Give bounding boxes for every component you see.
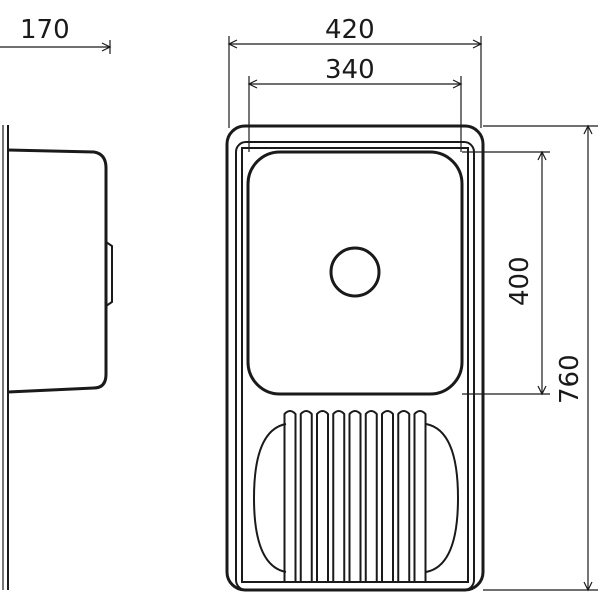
drainboard-right-curve: [425, 423, 460, 573]
drainboard-groove: [332, 410, 346, 582]
side-view: 170: [0, 15, 113, 590]
sink-inner-rim: [235, 141, 475, 591]
drainboard-left-curve: [252, 423, 287, 573]
dimension-depth: 170: [0, 15, 112, 54]
drain-hole: [329, 246, 381, 298]
dimension-bowl-width-label: 340: [325, 55, 375, 85]
drainboard: [252, 410, 460, 582]
sink-deck-edge: [241, 147, 469, 583]
dimension-total-length-label: 760: [555, 354, 585, 404]
drainboard-groove: [316, 410, 329, 582]
drainboard-groove: [413, 410, 427, 582]
side-view-bowl: [7, 148, 108, 394]
drainboard-groove: [299, 410, 313, 582]
drainboard-groove: [364, 410, 378, 582]
top-view: 420 340 400 760: [225, 15, 598, 592]
dimension-outer-width: 420: [227, 15, 483, 128]
drainboard-groove: [348, 410, 362, 582]
side-view-drain: [105, 241, 113, 307]
drainboard-groove: [381, 410, 394, 582]
dimension-depth-label: 170: [20, 15, 70, 45]
dimension-bowl-length: 400: [462, 150, 550, 396]
dimension-total-length: 760: [483, 124, 598, 592]
dimension-outer-width-label: 420: [325, 15, 375, 45]
sink-bowl: [246, 150, 464, 396]
drainboard-groove: [283, 410, 297, 582]
dimension-bowl-width: 340: [247, 55, 463, 152]
drainboard-groove: [397, 410, 411, 582]
sink-outer-rim: [225, 124, 485, 592]
dimension-bowl-length-label: 400: [505, 256, 535, 306]
